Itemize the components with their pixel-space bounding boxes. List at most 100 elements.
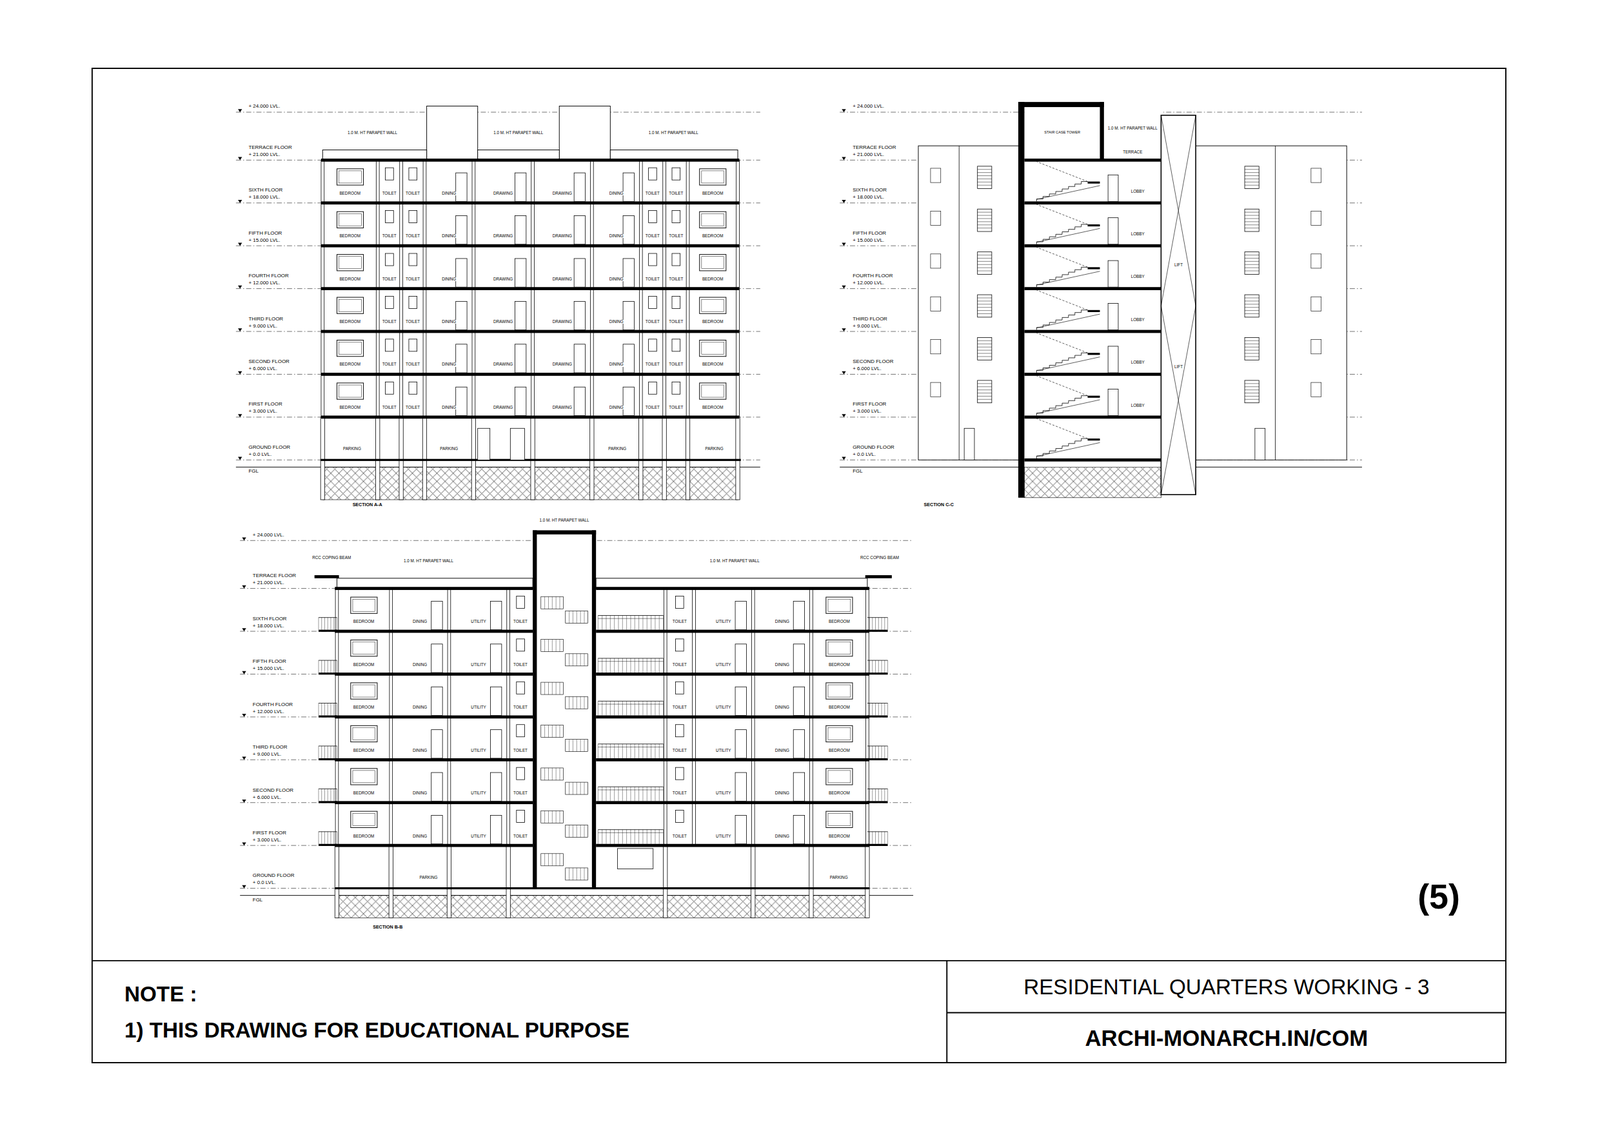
railing-baluster (622, 615, 623, 630)
railing-baluster (321, 703, 322, 716)
railing-baluster (327, 703, 329, 716)
window (826, 768, 853, 785)
room-name: PARKING (607, 446, 627, 451)
railing-baluster (884, 831, 885, 845)
louver (977, 252, 992, 275)
window (699, 383, 727, 400)
railing-baluster (610, 786, 611, 801)
stair-tread (576, 868, 578, 881)
railing-baluster (871, 788, 873, 801)
railing-baluster (336, 831, 338, 845)
room-name: TOILET (668, 319, 684, 324)
room-name: BEDROOM (828, 791, 851, 796)
room-name: DINING (608, 362, 625, 367)
stair-tread (552, 768, 553, 781)
window-frame (352, 684, 376, 698)
louver-blade (977, 340, 992, 342)
level-label: + 24.000 LVL. (252, 532, 286, 538)
ventilator (408, 339, 418, 352)
railing-baluster (597, 786, 599, 801)
railing-baluster (610, 829, 611, 845)
louver-blade (977, 399, 992, 400)
room-name: DINING (608, 277, 625, 282)
column (663, 845, 668, 918)
stair-flight (565, 825, 589, 838)
stair-flight (1036, 310, 1088, 331)
room-name: BEDROOM (352, 619, 376, 624)
railing-baluster (650, 701, 652, 716)
stair-tread (583, 610, 585, 623)
stair-tread (555, 853, 557, 867)
column (388, 845, 393, 918)
stair-landing (1087, 310, 1101, 313)
railing-baluster (630, 615, 631, 630)
louver-blade (1244, 178, 1259, 180)
balcony-slab (867, 672, 889, 675)
railing-baluster (634, 615, 636, 630)
room-name: DINING (441, 234, 457, 238)
stair-tread (568, 782, 570, 795)
room-name: TOILET (668, 362, 684, 367)
railing-baluster (869, 746, 870, 759)
room-name: DRAWING (492, 191, 514, 196)
door (455, 258, 467, 287)
louver-blade (1244, 217, 1259, 219)
floor-slab (1024, 372, 1163, 376)
ventilator (385, 210, 395, 224)
room-name: DINING (441, 277, 457, 282)
stair-flight-hidden (1036, 204, 1088, 225)
window (350, 639, 378, 656)
door (622, 301, 634, 330)
window (336, 168, 364, 186)
stair-tread (548, 596, 549, 609)
window (336, 383, 364, 400)
railing-baluster (875, 703, 876, 716)
louver-blade (1244, 313, 1259, 315)
louver-blade (1244, 392, 1259, 394)
railing-baluster (626, 786, 627, 801)
railing-baluster (871, 660, 873, 673)
louver (977, 337, 992, 361)
louver-blade (977, 227, 992, 229)
railing-baluster (646, 744, 648, 759)
sheet-border (92, 68, 1506, 1063)
railing-baluster (642, 786, 643, 801)
louver-blade (977, 181, 992, 183)
floor-slab (1024, 244, 1163, 248)
column (590, 417, 594, 500)
room-name: TOILET (381, 319, 398, 324)
level-label: + 6.000 LVL. (851, 366, 882, 372)
door (573, 301, 585, 330)
louver-blade (977, 172, 992, 173)
stair-waist (1036, 314, 1100, 328)
room-name: DINING (412, 834, 428, 839)
railing-baluster (630, 786, 631, 801)
door (735, 772, 747, 801)
room-name: BEDROOM (338, 277, 362, 282)
room-name: BEDROOM (828, 662, 851, 667)
level-label: + 21.000 LVL. (252, 580, 286, 586)
stair-tread (559, 810, 561, 823)
ventilator (516, 724, 525, 738)
room-name: UTILITY (470, 748, 487, 753)
lift-cross (1160, 115, 1196, 307)
room-name: BEDROOM (701, 277, 725, 282)
louver-blade (977, 185, 992, 186)
room-name: BEDROOM (701, 319, 725, 324)
room-name: BEDROOM (352, 834, 376, 839)
railing-baluster (324, 746, 326, 759)
door (735, 815, 747, 844)
room-name: UTILITY (715, 791, 732, 796)
foundation (1024, 466, 1161, 498)
wall (592, 530, 596, 889)
level-label: FGL (252, 897, 264, 903)
railing-baluster (617, 615, 619, 630)
railing-baluster (605, 829, 607, 845)
level-marker (241, 799, 246, 803)
column (506, 845, 511, 918)
louver-blade (977, 350, 992, 351)
room-name: TERRACE (1122, 150, 1143, 155)
room-name: TOILET (671, 748, 688, 753)
parapet-note: 1.0 M. HT PARAPET WALL (1107, 126, 1159, 131)
railing-baluster (650, 786, 652, 801)
